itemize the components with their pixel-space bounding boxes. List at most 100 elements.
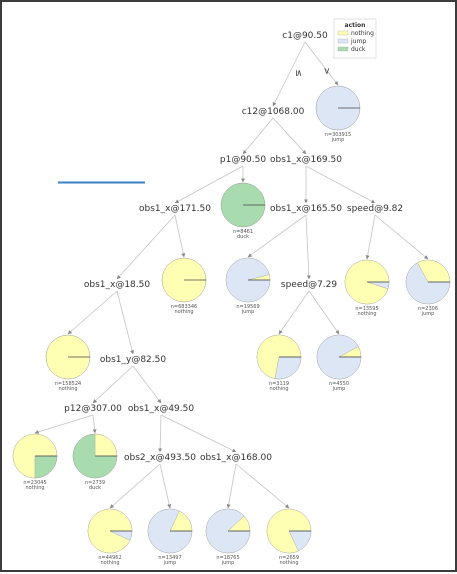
leaf-count: n=683346 (171, 304, 197, 310)
leaf-action: jump (241, 309, 255, 315)
tree-edge-speed_729-to-leaf_jump_4550 (308, 290, 340, 335)
split-node-bg-obs1x_18 (82, 279, 152, 290)
split-node-bg-speed_729 (280, 279, 338, 290)
tree-edge-p12_307-to-leaf_duck_2739 (92, 414, 97, 434)
leaf-action: duck (89, 485, 101, 491)
leaf-action: jump (163, 560, 177, 566)
split-node-p12_307: p12@307.00 (64, 404, 122, 414)
leaf-action: jump (421, 311, 435, 317)
tree-edge-obs1x_168-to-leaf_nothing_2659 (235, 463, 290, 509)
leaf-count: n=23045 (23, 480, 46, 486)
leaf-action: jump (332, 386, 346, 392)
tree-edge-obs1x_169-to-speed_982 (305, 165, 376, 204)
split-node-root: c1@90.50 (282, 31, 328, 41)
tree-edge-obs1x_171-to-obs1x_18 (116, 214, 176, 280)
split-node-obs1x_49: obs1_x@49.50 (128, 404, 194, 414)
leaf-slice-jump (405, 262, 451, 305)
tree-edge-root-to-leaf_root_right (304, 41, 339, 86)
tree-edge-obs1x_171-to-leaf_nothing_683346 (174, 214, 186, 258)
tree-edge-root-to-c12 (272, 41, 306, 107)
split-node-c12: c12@1068.00 (242, 107, 305, 117)
legend: action nothing jump duck (333, 18, 377, 59)
tree-edge-speed_982-to-leaf_jump_2306 (374, 214, 429, 260)
leaf-count: n=3119 (269, 381, 289, 387)
leaf-count: n=44962 (98, 555, 121, 561)
leaf-action: nothing (269, 386, 288, 392)
tree-edge-c12-to-obs1x_169 (272, 117, 307, 155)
split-node-obs1x_171: obs1_x@171.50 (139, 204, 211, 214)
tree-edge-obs1y_82-to-obs1x_49 (132, 365, 162, 404)
legend-swatch-nothing (337, 30, 349, 36)
legend-swatch-duck (337, 46, 349, 52)
edge-label-right: > (321, 67, 331, 75)
tree-edge-obs1y_82-to-p12_307 (92, 365, 134, 404)
split-node-bg-root (281, 30, 329, 41)
leaf-count: n=4550 (329, 381, 349, 387)
split-node-obs1x_169: obs1_x@169.50 (270, 155, 342, 165)
legend-swatch-jump (337, 38, 349, 44)
leaf-action: duck (237, 234, 249, 240)
tree-edge-obs2x_493-to-leaf_jump_13497 (159, 463, 172, 509)
leaf-action: nothing (279, 560, 298, 566)
split-node-obs1x_168: obs1_x@168.00 (200, 453, 272, 463)
tree-edge-obs1x_18-to-obs1y_82 (116, 290, 135, 355)
leaf-count: n=303915 (325, 132, 351, 138)
split-node-bg-obs1y_82 (98, 354, 168, 365)
tree-edge-p1-to-obs1x_171 (174, 165, 244, 204)
tree-edge-speed_982-to-leaf_nothing_13595 (365, 214, 376, 260)
tree-edge-speed_729-to-leaf_nothing_3119 (278, 290, 310, 335)
tree-edge-c12-to-p1 (242, 117, 274, 155)
split-node-bg-p1 (219, 154, 267, 165)
tree-edge-obs1x_49-to-obs2x_493 (158, 414, 163, 453)
split-node-bg-obs1x_171 (137, 203, 213, 214)
legend-box (333, 18, 377, 59)
tree-edges: ≤> (34, 41, 429, 509)
tree-edge-obs1x_165-to-leaf_jump_19569 (247, 214, 307, 258)
split-node-bg-speed_982 (346, 203, 404, 214)
split-node-speed_729: speed@7.29 (281, 280, 338, 290)
leaf-action: nothing (174, 309, 193, 315)
leaf-count: n=2659 (279, 555, 299, 561)
legend-label-nothing: nothing (351, 30, 374, 37)
split-node-obs2x_493: obs2_x@493.50 (124, 453, 196, 463)
leaf-count: n=8461 (233, 229, 253, 235)
leaf-count: n=2739 (85, 480, 105, 486)
leaf-count: n=18765 (216, 555, 239, 561)
tree-edge-obs1x_168-to-leaf_jump_18765 (226, 463, 237, 509)
leaf-count: n=13595 (355, 306, 378, 312)
leaf-count: n=158524 (55, 381, 81, 387)
split-node-bg-p12_307 (64, 403, 122, 414)
split-node-bg-obs2x_493 (122, 452, 198, 463)
split-node-obs1x_18: obs1_x@18.50 (84, 280, 150, 290)
legend-title: action (345, 22, 366, 29)
leaf-action: nothing (100, 560, 119, 566)
tree-edge-obs1x_18-to-leaf_nothing_158524 (67, 290, 118, 335)
leaf-action: nothing (58, 386, 77, 392)
leaf-action: nothing (357, 311, 376, 317)
leaf-action: nothing (25, 485, 44, 491)
leaf-slice-jump (274, 356, 302, 380)
legend-label-duck: duck (351, 46, 366, 53)
leaf-count: n=19569 (236, 304, 259, 310)
tree-edge-obs1x_49-to-obs1x_168 (160, 414, 237, 453)
split-node-bg-obs1x_165 (268, 203, 344, 214)
leaf-action: jump (221, 560, 235, 566)
leaf-action: jump (331, 137, 345, 143)
